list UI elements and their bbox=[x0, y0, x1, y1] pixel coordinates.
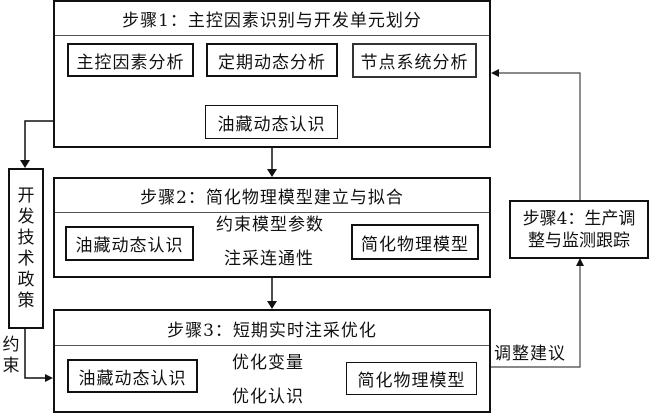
step3-arrow-left-label: 优化认识 bbox=[232, 387, 304, 407]
arrowhead-down-policy bbox=[20, 160, 30, 168]
policy-char: 开 bbox=[17, 185, 35, 206]
connector-step4-to-step1 bbox=[499, 72, 581, 200]
arrowhead-up-step4 bbox=[576, 258, 584, 266]
constraint-label: 约 束 bbox=[0, 334, 22, 378]
step1-analysis-main-factors: 主控因素分析 bbox=[67, 43, 194, 77]
arrowhead-right-step3-constraint bbox=[45, 374, 53, 382]
arrowhead-down-step3 bbox=[267, 301, 277, 309]
development-policy-box: 开 发 技 术 政 策 bbox=[8, 168, 44, 329]
constraint-char: 束 bbox=[2, 356, 20, 376]
step3-simplified-physical-model: 简化物理模型 bbox=[346, 362, 477, 395]
step2-arrow-left-label: 注采连通性 bbox=[224, 249, 314, 269]
arrowhead-left-step1 bbox=[491, 69, 499, 77]
policy-char: 术 bbox=[17, 248, 35, 269]
step3-box: 步骤3：短期实时注采优化 bbox=[53, 309, 491, 413]
arrowhead-down-step2 bbox=[267, 169, 277, 177]
policy-char: 策 bbox=[17, 290, 35, 311]
step2-reservoir-understanding: 油藏动态认识 bbox=[65, 226, 194, 261]
step4-title-line2: 整与监测跟踪 bbox=[528, 230, 630, 251]
adjustment-suggestion-label: 调整建议 bbox=[494, 344, 566, 364]
policy-char: 技 bbox=[17, 227, 35, 248]
step3-title: 步骤3：短期实时注采优化 bbox=[55, 311, 489, 346]
constraint-char: 约 bbox=[2, 335, 20, 355]
step1-analysis-node-system: 节点系统分析 bbox=[352, 43, 477, 78]
policy-char: 发 bbox=[17, 206, 35, 227]
connector-policy-to-step3 bbox=[24, 328, 45, 379]
step3-arrow-right-label: 优化变量 bbox=[232, 353, 304, 373]
step2-title: 步骤2：简化物理模型建立与拟合 bbox=[55, 179, 489, 213]
step2-simplified-physical-model: 简化物理模型 bbox=[351, 224, 479, 260]
step4-title-line1: 步骤4：生产调 bbox=[522, 208, 636, 229]
step3-reservoir-understanding: 油藏动态认识 bbox=[67, 359, 198, 393]
step2-arrow-right-label: 约束模型参数 bbox=[216, 215, 324, 235]
step1-analysis-periodic-dynamics: 定期动态分析 bbox=[206, 43, 338, 77]
policy-char: 政 bbox=[17, 269, 35, 290]
step1-result-reservoir-understanding: 油藏动态认识 bbox=[205, 105, 338, 139]
step1-title: 步骤1：主控因素识别与开发单元划分 bbox=[55, 2, 489, 36]
step4-box: 步骤4：生产调 整与监测跟踪 bbox=[509, 200, 649, 259]
